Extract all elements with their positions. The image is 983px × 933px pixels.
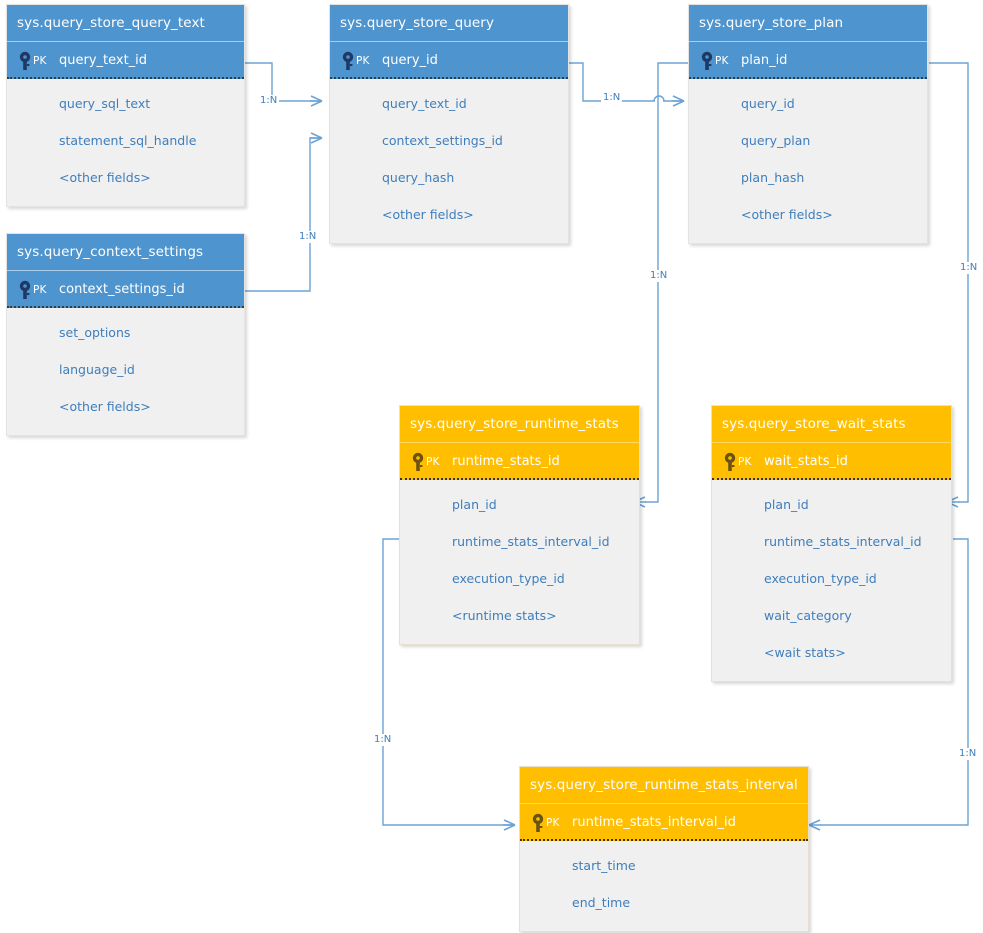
entity-field: runtime_stats_interval_id [452, 534, 610, 549]
entity-title: sys.query_context_settings [7, 234, 244, 271]
entity-field: wait_category [764, 608, 852, 623]
cardinality-interval-to-runtime: 1:N [372, 734, 394, 746]
pk-tag: PK [738, 456, 752, 468]
entity-field: <other fields> [741, 207, 833, 222]
entity-primary-key-row[interactable]: PK query_id [330, 42, 568, 79]
arrow-interval-pk-right [808, 819, 822, 831]
entity-field: plan_id [764, 497, 809, 512]
entity-query-store-wait-stats[interactable]: sys.query_store_wait_stats PK wait_stats… [711, 405, 952, 682]
key-icon [342, 51, 354, 70]
pk-field-name: query_id [382, 53, 438, 68]
entity-field: runtime_stats_interval_id [764, 534, 922, 549]
pk-tag: PK [546, 817, 560, 829]
pk-field-name: wait_stats_id [764, 454, 848, 469]
pk-tag: PK [356, 55, 370, 67]
entity-field: query_id [741, 96, 795, 111]
entity-field: query_hash [382, 170, 455, 185]
entity-field: execution_type_id [764, 571, 877, 586]
entity-field: <other fields> [59, 170, 151, 185]
entity-field: context_settings_id [382, 133, 503, 148]
connector-context-to-query [245, 137, 322, 292]
entity-field: set_options [59, 325, 131, 340]
entity-title: sys.query_store_runtime_stats [400, 406, 639, 443]
key-icon [724, 452, 736, 471]
entity-query-store-runtime-stats-interval[interactable]: sys.query_store_runtime_stats_interval P… [519, 766, 809, 932]
entity-query-store-query[interactable]: sys.query_store_query PK query_id query_… [329, 4, 569, 244]
pk-field-name: query_text_id [59, 53, 148, 68]
connector-line-hop [653, 95, 665, 102]
entity-title: sys.query_store_query [330, 5, 568, 42]
pk-tag: PK [33, 284, 47, 296]
pk-tag: PK [715, 55, 729, 67]
entity-field: <wait stats> [764, 645, 846, 660]
entity-title: sys.query_store_runtime_stats_interval [520, 767, 808, 804]
key-icon [412, 452, 424, 471]
entity-query-store-runtime-stats[interactable]: sys.query_store_runtime_stats PK runtime… [399, 405, 640, 645]
cardinality-query-to-plan: 1:N [601, 92, 623, 104]
entity-primary-key-row[interactable]: PK runtime_stats_id [400, 443, 639, 480]
arrow-interval-pk-left [502, 819, 516, 831]
entity-field: <other fields> [382, 207, 474, 222]
key-icon [532, 813, 544, 832]
pk-field-name: context_settings_id [59, 282, 185, 297]
key-icon [19, 51, 31, 70]
entity-field: query_sql_text [59, 96, 151, 111]
entity-fields: query_id query_plan plan_hash <other fie… [689, 79, 927, 243]
entity-fields: start_time end_time [520, 841, 808, 931]
entity-primary-key-row[interactable]: PK wait_stats_id [712, 443, 951, 480]
cardinality-interval-to-wait: 1:N [957, 748, 979, 760]
entity-field: plan_id [452, 497, 497, 512]
entity-primary-key-row[interactable]: PK query_text_id [7, 42, 244, 79]
entity-field: language_id [59, 362, 135, 377]
arrow-query-text-id [309, 95, 323, 107]
entity-field: <other fields> [59, 399, 151, 414]
cardinality-text-to-query: 1:N [258, 95, 280, 107]
entity-query-store-query-text[interactable]: sys.query_store_query_text PK query_text… [6, 4, 245, 207]
entity-primary-key-row[interactable]: PK context_settings_id [7, 271, 244, 308]
entity-primary-key-row[interactable]: PK runtime_stats_interval_id [520, 804, 808, 841]
pk-field-name: runtime_stats_interval_id [572, 815, 736, 830]
cardinality-context-to-query: 1:N [297, 231, 319, 243]
key-icon [701, 51, 713, 70]
entity-field: end_time [572, 895, 631, 910]
entity-title: sys.query_store_plan [689, 5, 927, 42]
cardinality-plan-to-runtime: 1:N [648, 270, 670, 282]
entity-fields: query_text_id context_settings_id query_… [330, 79, 568, 243]
cardinality-plan-to-wait: 1:N [958, 262, 980, 274]
entity-fields: set_options language_id <other fields> [7, 308, 244, 435]
entity-field: query_plan [741, 133, 811, 148]
entity-title: sys.query_store_query_text [7, 5, 244, 42]
entity-field: query_text_id [382, 96, 467, 111]
entity-field: plan_hash [741, 170, 805, 185]
entity-fields: plan_id runtime_stats_interval_id execut… [400, 480, 639, 644]
entity-fields: plan_id runtime_stats_interval_id execut… [712, 480, 951, 681]
key-icon [19, 280, 31, 299]
connector-plan-to-runtime [645, 62, 688, 503]
entity-field: start_time [572, 858, 636, 873]
entity-fields: query_sql_text statement_sql_handle <oth… [7, 79, 244, 206]
arrow-context-settings-id [309, 132, 323, 144]
entity-field: <runtime stats> [452, 608, 557, 623]
entity-field: statement_sql_handle [59, 133, 197, 148]
pk-tag: PK [33, 55, 47, 67]
entity-query-store-plan[interactable]: sys.query_store_plan PK plan_id query_id… [688, 4, 928, 244]
entity-title: sys.query_store_wait_stats [712, 406, 951, 443]
pk-field-name: runtime_stats_id [452, 454, 560, 469]
arrow-plan-query-id [671, 95, 685, 107]
pk-field-name: plan_id [741, 53, 788, 68]
entity-query-context-settings[interactable]: sys.query_context_settings PK context_se… [6, 233, 245, 436]
entity-primary-key-row[interactable]: PK plan_id [689, 42, 927, 79]
pk-tag: PK [426, 456, 440, 468]
entity-field: execution_type_id [452, 571, 565, 586]
connector-text-to-query [245, 62, 322, 102]
